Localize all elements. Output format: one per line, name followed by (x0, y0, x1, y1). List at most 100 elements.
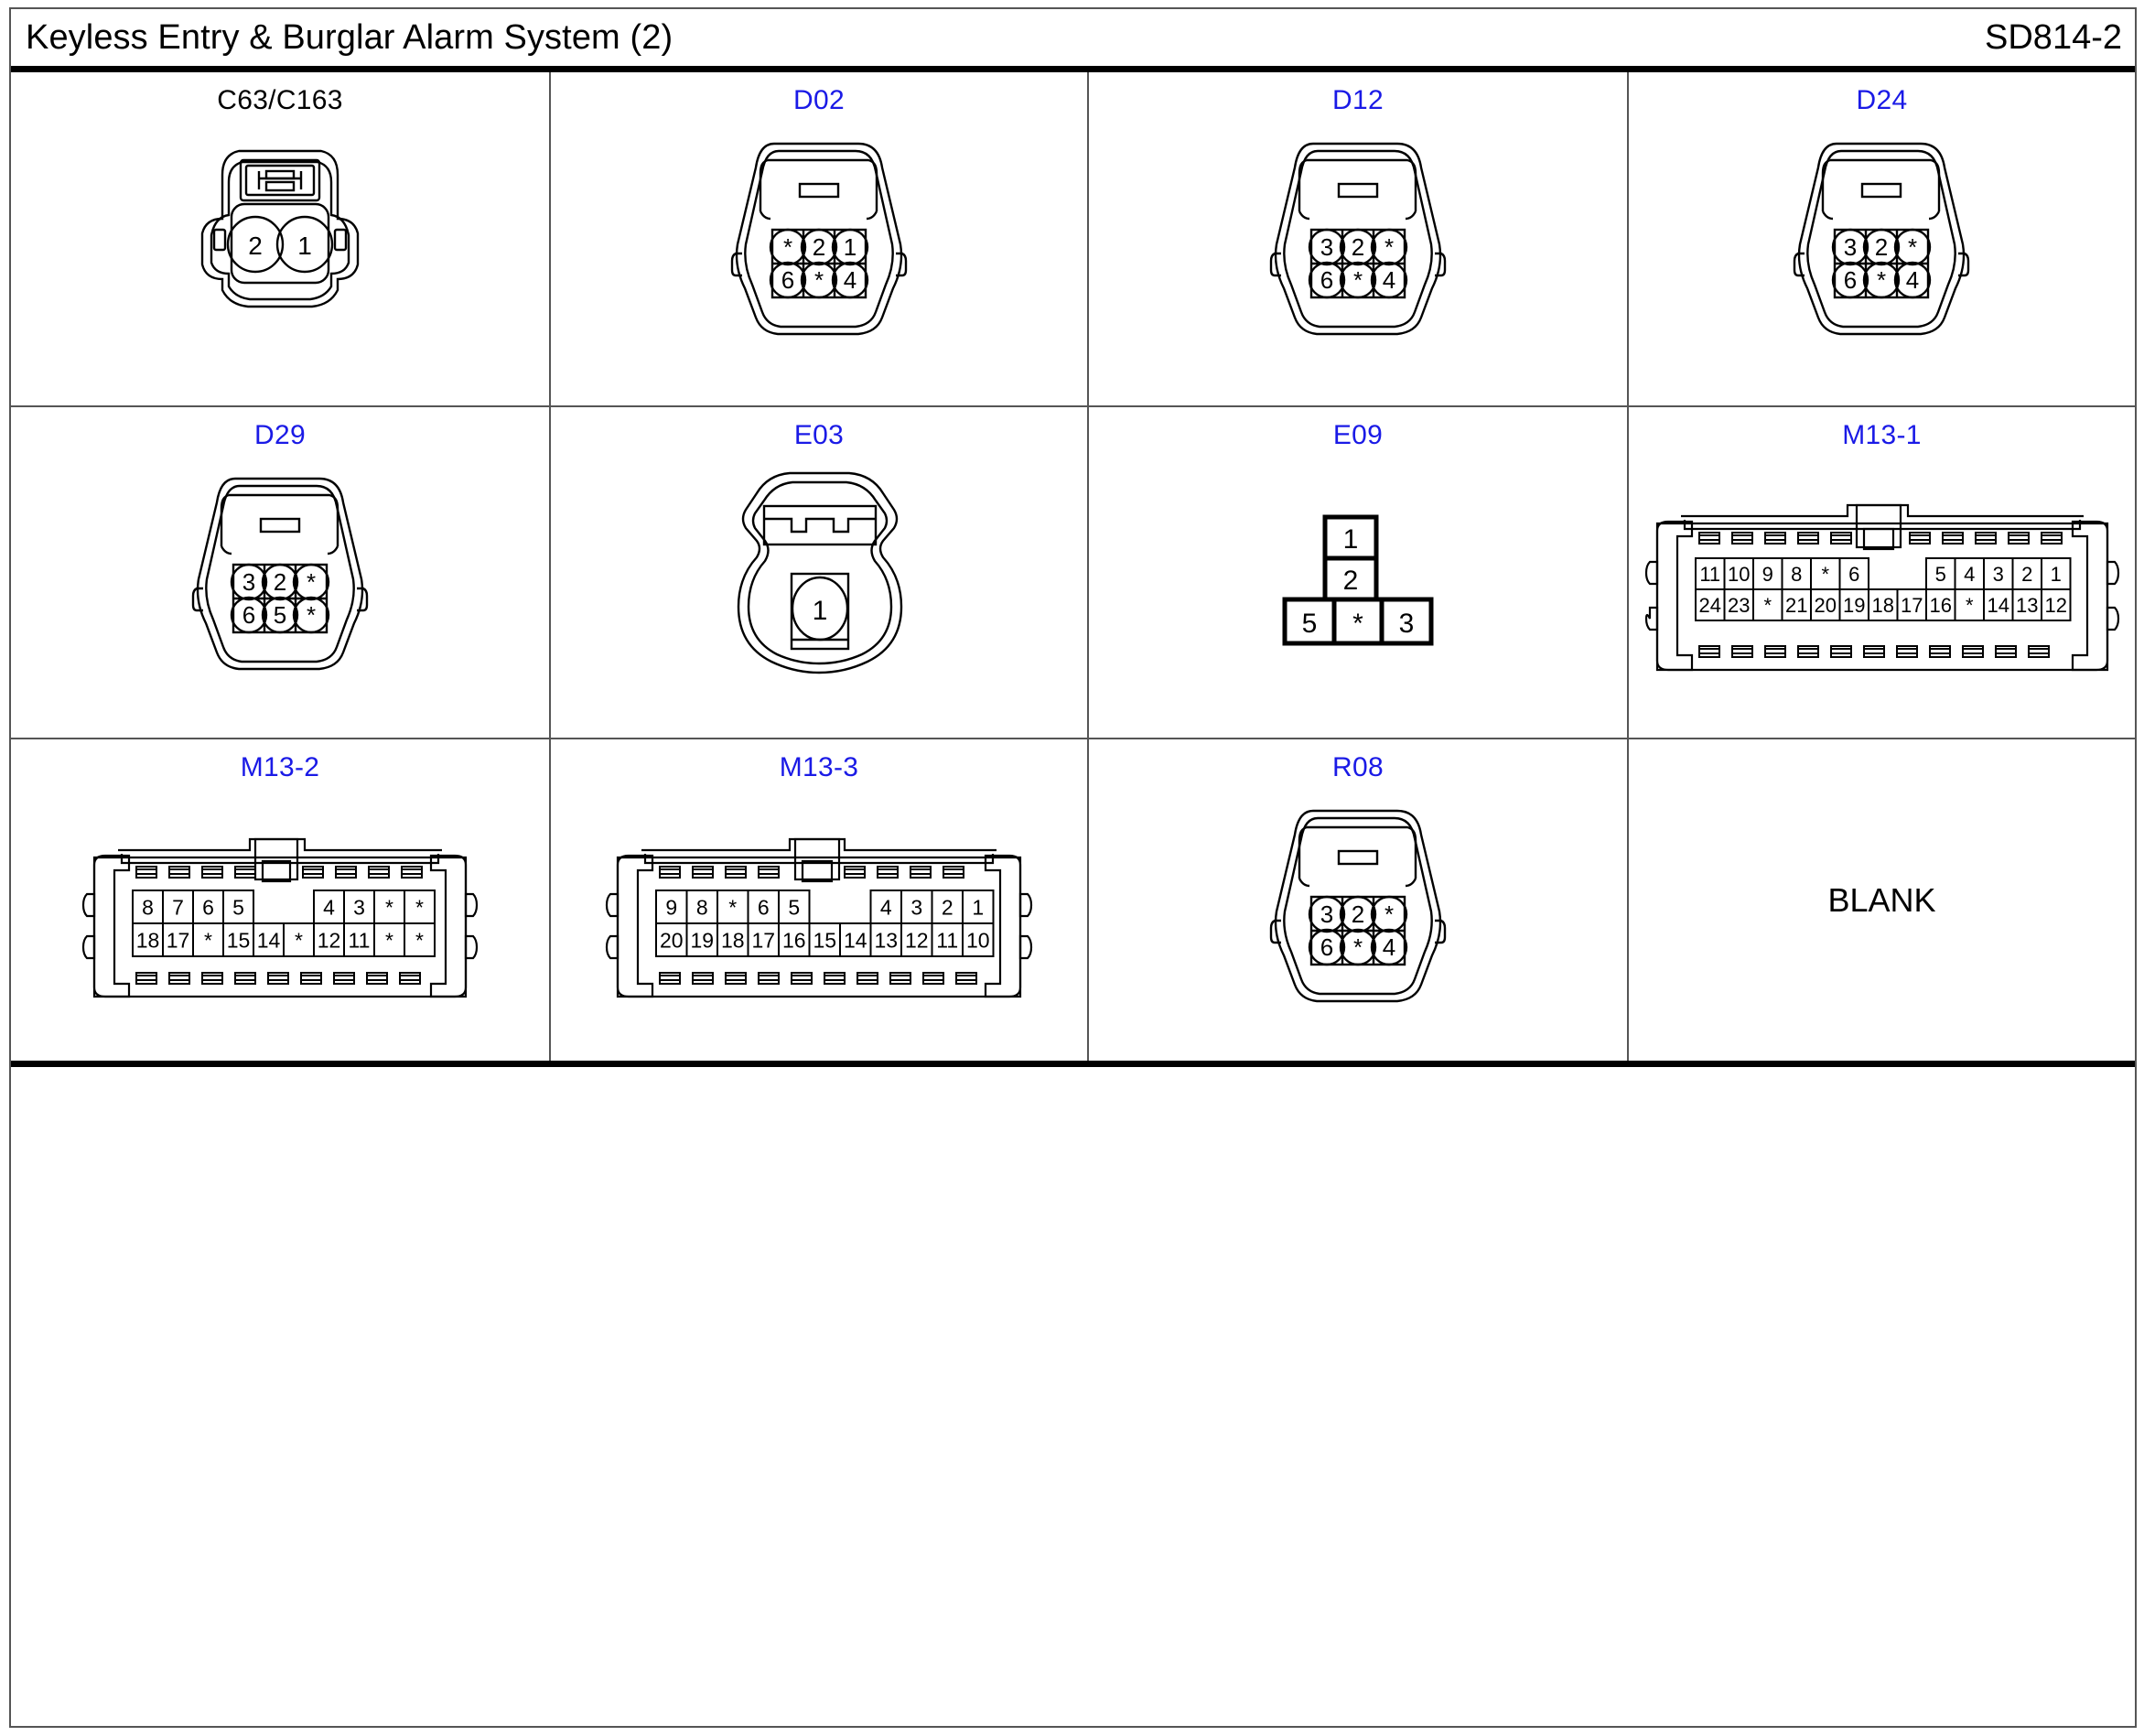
pin-label: 15 (813, 928, 836, 952)
pin-label: 14 (257, 928, 281, 952)
pin-label: 2 (273, 568, 286, 596)
pin-cell (1896, 588, 1927, 621)
pin-label: * (1821, 562, 1829, 585)
connector-cell-m13-1[interactable]: M13-1 (1629, 407, 2135, 739)
pin-label: * (306, 601, 315, 629)
pin-label: 12 (2044, 593, 2066, 616)
connector-art-c63-c163: 2 1 (11, 114, 549, 405)
pin-label: 6 (1848, 562, 1859, 585)
pin-cell (931, 889, 964, 924)
pin-label: 13 (874, 928, 898, 952)
pin-label: 11 (349, 928, 371, 952)
pin-label: 18 (721, 928, 745, 952)
pin-cell (1809, 588, 1840, 621)
pin-label: * (1877, 266, 1886, 294)
pin-cell (869, 922, 902, 957)
connector-label-c63-c163: C63/C163 (217, 85, 343, 115)
pin-cell (343, 922, 375, 957)
pin-label: 4 (1964, 562, 1975, 585)
connector-cell-r08[interactable]: R08 (1089, 739, 1629, 1061)
connector-cell-d12[interactable]: D12 (1089, 72, 1629, 407)
pin-label: 3 (910, 895, 922, 919)
connector-label-e09: E09 (1332, 420, 1384, 450)
connector-grid: C63/C163 (11, 72, 2135, 1061)
connector-cell-d24[interactable]: D24 (1629, 72, 2135, 407)
pin-cell (778, 922, 811, 957)
pin-label: 9 (1762, 562, 1772, 585)
pin-label: 10 (966, 928, 990, 952)
connector-label-d29: D29 (254, 420, 306, 450)
pin-label: 16 (1929, 593, 1951, 616)
round-6pin-connector-icon: 3 2 * 6 5 * (191, 477, 368, 671)
connector-label-d02: D02 (793, 85, 845, 115)
pin-label: 8 (696, 895, 708, 919)
pin-label: 21 (1785, 593, 1807, 616)
pin-label: 19 (690, 928, 714, 952)
pin-label: 2 (1351, 233, 1363, 261)
pin-label: 4 (1906, 266, 1919, 294)
round-6pin-connector-icon: * 2 1 6 * 4 (730, 142, 907, 336)
pin-cell (373, 922, 405, 957)
pin-cell (283, 922, 315, 957)
pin-label: 11 (936, 928, 958, 952)
connector-art-d12: 3 2 * 6 * 4 (1089, 114, 1627, 405)
pin-label: 10 (1728, 562, 1750, 585)
connector-label-d24: D24 (1856, 85, 1908, 115)
connector-cell-c63-c163[interactable]: C63/C163 (11, 72, 551, 407)
pin-label: 2 (1875, 233, 1888, 261)
pin-label: 4 (1382, 266, 1395, 294)
connector-cell-e03[interactable]: E03 1 (551, 407, 1089, 739)
pin-label: 3 (242, 568, 254, 596)
pin-label: 20 (660, 928, 684, 952)
pin-label: 12 (905, 928, 929, 952)
connector-cell-d02[interactable]: D02 (551, 72, 1089, 407)
pin-label: 1 (972, 895, 984, 919)
pin-label: * (782, 233, 792, 261)
pin-cell (1982, 588, 2013, 621)
pin-label: * (813, 266, 823, 294)
pin-label: 18 (136, 928, 160, 952)
pin-label: 8 (1791, 562, 1802, 585)
pin-label: * (728, 895, 737, 919)
sheet-border (9, 7, 2137, 1728)
pin-label: * (385, 895, 393, 919)
pin-label: 1 (2050, 562, 2061, 585)
pin-label: 20 (1814, 593, 1836, 616)
pin-cell (1694, 556, 1725, 590)
pin-label: * (306, 568, 315, 596)
pin-label: 7 (172, 895, 184, 919)
empty-notes-area (11, 1067, 2135, 1726)
pin-cell (404, 922, 436, 957)
pin-label: * (415, 895, 424, 919)
pin-label: * (1763, 593, 1772, 616)
pin-label: 17 (751, 928, 775, 952)
pin-label: * (1965, 593, 1973, 616)
round-6pin-connector-icon: 3 2 * 6 * 4 (1269, 142, 1446, 336)
pin-cell (1838, 588, 1869, 621)
connector-cell-m13-3[interactable]: M13-3 (551, 739, 1089, 1061)
connector-cell-m13-2[interactable]: M13-2 (11, 739, 551, 1061)
pin-label: 6 (1844, 266, 1857, 294)
connector-art-d24: 3 2 * 6 * 4 (1629, 114, 2135, 405)
pin-cell (373, 889, 405, 924)
pin-label: 3 (1399, 609, 1415, 639)
pin-cell (162, 922, 194, 957)
pin-label: 3 (1320, 233, 1332, 261)
connector-cell-e09[interactable]: E09 1 2 5 (1089, 407, 1629, 739)
blank-placeholder-text: BLANK (1827, 880, 1936, 919)
pin-label: * (1352, 609, 1363, 639)
pin-label: 4 (843, 266, 856, 294)
connector-cell-d29[interactable]: D29 (11, 407, 551, 739)
pin-label: 3 (353, 895, 365, 919)
pin-label: 1 (297, 232, 312, 260)
pin-cell (1694, 588, 1725, 621)
pin-cell (685, 922, 718, 957)
pin-label: 5 (273, 601, 286, 629)
page-title: Keyless Entry & Burglar Alarm System (2) (26, 17, 673, 57)
